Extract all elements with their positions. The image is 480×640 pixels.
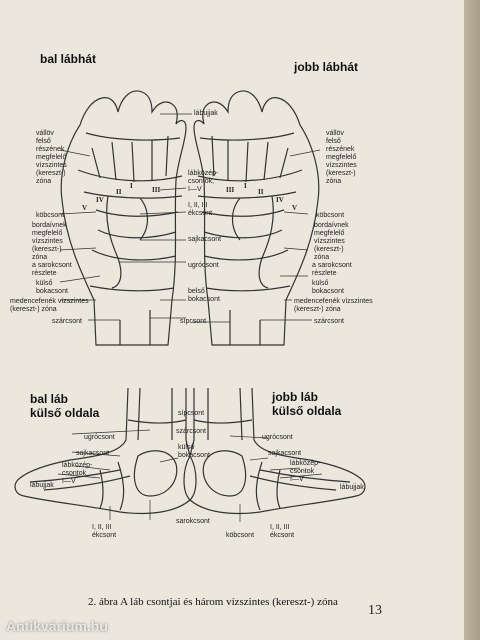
right-top-title: jobb lábhát: [294, 60, 358, 74]
numeral-v-right: V: [292, 204, 298, 212]
label-szarcsont-right: szárcsont: [314, 318, 344, 325]
label-labujjak-bottom-right: lábujjak: [340, 484, 364, 491]
label-ekcsont: I, II, III ékcsont: [188, 202, 213, 217]
watermark: Antikvárium.hu: [6, 618, 108, 634]
numeral-i-left: I: [130, 182, 133, 190]
label-labujjak: lábujjak: [194, 110, 218, 117]
left-bottom-title: bal láb külső oldala: [30, 392, 100, 420]
left-top-title: bal lábhát: [40, 52, 97, 66]
label-kobcsont-bottom: köbcsont: [226, 532, 255, 539]
numeral-iv-left: IV: [96, 196, 104, 204]
label-labujjak-bottom-left: lábujjak: [30, 482, 54, 489]
label-bordalvnek-right: bordaívnek megfelelő vízszintes (kereszt…: [314, 222, 349, 261]
label-sipcsont-top: sípcsont: [180, 318, 207, 325]
label-ugrocsont: ugrócsont: [188, 262, 219, 269]
numeral-iii-right: III: [226, 186, 235, 194]
figure-caption: 2. ábra A láb csontjai és három vízszint…: [88, 596, 338, 608]
label-szarcsont-bottom: szárcsont: [176, 428, 206, 435]
label-ekcsont-bottom-left: I, II, III ékcsont: [92, 524, 117, 539]
label-labkozep-bottom-left: lábközép- csontok I—V: [62, 462, 93, 485]
label-medence-right: medencefenék vízszintes (kereszt-) zóna: [294, 298, 373, 313]
right-foot-outline: [193, 90, 320, 346]
left-foot-outline: [60, 90, 187, 346]
label-vallov-right: vállöv felső részének megfelelő vízszint…: [326, 130, 357, 185]
numeral-v-left: V: [82, 204, 88, 212]
label-sajkacsont: sajkacsont: [188, 236, 222, 243]
numeral-i-right: I: [244, 182, 247, 190]
numeral-iv-right: IV: [276, 196, 284, 204]
page-number: 13: [368, 603, 382, 618]
label-bordalvnek-left: bordaívnek megfelelő vízszintes (kereszt…: [32, 222, 67, 261]
label-ekcsont-bottom-right: I, II, III ékcsont: [270, 524, 295, 539]
label-sajkacsont-bottom-left: sajkacsont: [76, 450, 110, 457]
label-ugrocsont-bottom-right: ugrócsont: [262, 434, 293, 441]
label-labkozep-bottom-right: lábközép- csontok I—V: [290, 460, 321, 483]
label-kobcsont-left: köbcsont: [36, 212, 65, 219]
label-labkozep: lábközép- csontok, I—V: [188, 170, 219, 193]
label-sajkacsont-bottom-right: sajkacsont: [268, 450, 302, 457]
page-edge: [464, 0, 480, 640]
label-kulso-bokacsont-left: külső bokacsont: [36, 280, 68, 295]
right-side-foot-outline: [183, 387, 366, 515]
label-medence-left: medencefenék vízszintes (kereszt-) zóna: [10, 298, 89, 313]
label-sarokcsont-left: a sarokcsont részlete: [32, 262, 72, 277]
label-belso-bokacsont: belső bokacsont: [188, 288, 220, 303]
right-bottom-title: jobb láb külső oldala: [272, 390, 342, 418]
numeral-iii-left: III: [152, 186, 161, 194]
label-szarcsont-left: szárcsont: [52, 318, 82, 325]
book-page: [0, 0, 464, 640]
numeral-ii-left: II: [116, 188, 122, 196]
label-ugrocsont-bottom-left: ugrócsont: [84, 434, 115, 441]
label-sarokcsont-right: a sarokcsont részlete: [312, 262, 352, 277]
label-vallov-left: vállöv felső részének megfelelő vízszint…: [36, 130, 67, 185]
label-kobcsont-right: köbcsont: [316, 212, 345, 219]
label-kulso-bokacsont-bottom: külső bokacsont: [178, 444, 210, 459]
label-sarokcsont-bottom: sarokcsont: [176, 518, 210, 525]
label-sipcsont-bottom: sípcsont: [178, 410, 205, 417]
numeral-ii-right: II: [258, 188, 264, 196]
label-kulso-bokacsont-right: külső bokacsont: [312, 280, 344, 295]
